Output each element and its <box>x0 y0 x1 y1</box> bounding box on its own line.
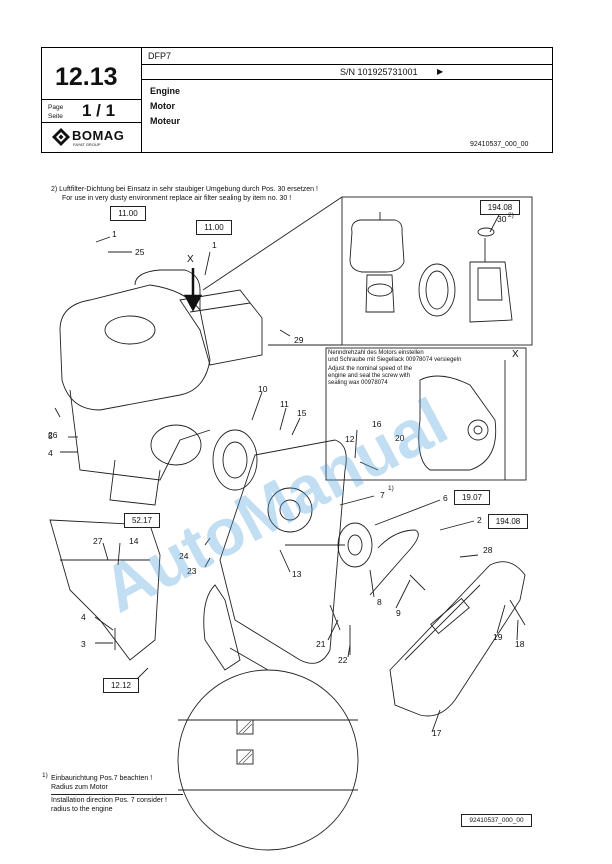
page-label-en: Page <box>48 104 64 111</box>
callout-29[interactable]: 29 <box>294 335 304 345</box>
page-label-de: Seite <box>48 113 63 120</box>
footnote-1-de-2: Radius zum Motor <box>51 784 108 791</box>
bomag-logo-icon <box>52 128 70 146</box>
callout-10[interactable]: 10 <box>258 384 268 394</box>
callout-30[interactable]: 30 <box>497 214 507 224</box>
footnote-1-mark: 1) <box>42 772 48 779</box>
callout-7-superscript: 1) <box>388 485 394 492</box>
callout-25[interactable]: 25 <box>135 247 145 257</box>
callout-23[interactable]: 23 <box>187 566 197 576</box>
callout-7[interactable]: 7 <box>380 490 385 500</box>
ref-box-19-07[interactable]: 19.07 <box>454 490 490 505</box>
ref-box-194-08-right[interactable]: 194.08 <box>488 514 528 529</box>
page-number: 12.13 <box>55 63 118 91</box>
callout-22[interactable]: 22 <box>338 655 348 665</box>
detail-x-text-en-1: Adjust the nominal speed of the <box>328 366 413 372</box>
callout-28[interactable]: 28 <box>483 545 493 555</box>
callout-27[interactable]: 27 <box>93 536 103 546</box>
callout-30-superscript: 2) <box>508 212 514 219</box>
callout-12[interactable]: 12 <box>345 434 355 444</box>
note-2-de: 2) Luftfilter-Dichtung bei Einsatz in se… <box>51 186 318 193</box>
ref-box-52-17[interactable]: 52.17 <box>124 513 160 528</box>
callout-13[interactable]: 13 <box>292 569 302 579</box>
footnote-divider <box>51 794 183 795</box>
header-doc-id: 92410537_000_00 <box>470 141 529 148</box>
title-motor: Motor <box>150 101 175 111</box>
ref-box-11-00-left[interactable]: 11.00 <box>110 206 146 221</box>
callout-15[interactable]: 15 <box>297 408 307 418</box>
footnote-1-en: Installation direction Pos. 7 consider ! <box>51 797 167 804</box>
note-2-en: For use in very dusty environment replac… <box>62 195 292 202</box>
logo-subtext: FAYAT GROUP <box>73 142 101 147</box>
ref-box-11-00-center[interactable]: 11.00 <box>196 220 232 235</box>
serial-number: S/N 101925731001 <box>340 67 418 77</box>
callout-11[interactable]: 11 <box>280 399 289 409</box>
model-name: DFP7 <box>148 51 172 61</box>
callout-8[interactable]: 8 <box>377 597 382 607</box>
callout-4[interactable]: 4 <box>48 448 53 458</box>
callout-16[interactable]: 16 <box>372 419 382 429</box>
callout-1[interactable]: 1 <box>112 229 117 239</box>
callout-17[interactable]: 17 <box>432 728 442 738</box>
detail-x-text-en-2: engine and seal the screw with <box>328 373 411 379</box>
callout-3[interactable]: 3 <box>81 639 86 649</box>
callout-21[interactable]: 21 <box>316 639 326 649</box>
footer-doc-id-text: 92410537_000_00 <box>469 817 524 824</box>
footer-doc-id: 92410537_000_00 <box>461 814 532 827</box>
callout-5[interactable]: 5 <box>48 431 53 441</box>
page-of: 1 / 1 <box>82 101 116 120</box>
title-engine: Engine <box>150 86 181 96</box>
callout-2[interactable]: 2 <box>477 515 482 525</box>
logo-text: BOMAG <box>72 128 125 143</box>
footnote-1-en-2: radius to the engine <box>51 806 113 813</box>
detail-x-text-de-2: und Schraube mit Siegellack 00978074 ver… <box>328 357 462 363</box>
callout-4[interactable]: 4 <box>81 612 86 622</box>
callout-19[interactable]: 19 <box>493 632 503 642</box>
ref-box-12-12[interactable]: 12.12 <box>103 678 139 693</box>
callout-1[interactable]: 1 <box>212 240 217 250</box>
footnote-1-de: Einbaurichtung Pos.7 beachten ! <box>51 775 153 782</box>
callout-26[interactable]: 26 <box>48 430 58 440</box>
arrow-x-label: X <box>187 254 194 265</box>
title-moteur: Moteur <box>150 116 180 126</box>
callout-20[interactable]: 20 <box>395 433 405 443</box>
detail-x-label: X <box>512 349 519 360</box>
detail-x-text-de-1: Nenndrehzahl des Motors einstellen <box>328 350 424 356</box>
callout-24[interactable]: 24 <box>179 551 189 561</box>
callout-14[interactable]: 14 <box>129 536 139 546</box>
serial-arrow-icon: ▶ <box>437 67 444 76</box>
detail-x-text-en-3: sealing wax 00978074 <box>328 380 388 386</box>
bomag-logo: BOMAG FAYAT GROUP <box>52 127 132 149</box>
callout-6[interactable]: 6 <box>443 493 448 503</box>
callout-18[interactable]: 18 <box>515 639 525 649</box>
ref-box-194-08-top[interactable]: 194.08 <box>480 200 520 215</box>
callout-9[interactable]: 9 <box>396 608 401 618</box>
